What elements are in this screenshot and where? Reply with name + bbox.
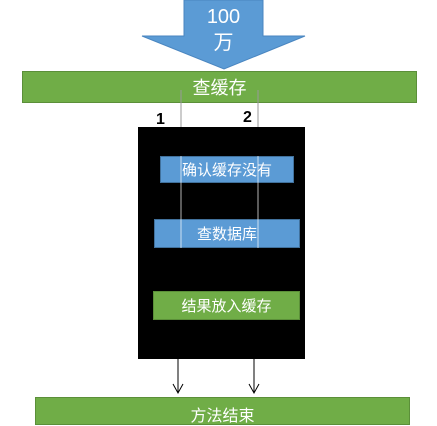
query-cache-label: 查缓存 xyxy=(192,78,247,99)
query-database-label: 查数据库 xyxy=(196,225,257,243)
query-cache-bar: 查缓存 xyxy=(22,71,417,103)
put-result-in-cache-box: 结果放入缓存 xyxy=(153,291,300,320)
top-arrow-label-line1: 100 xyxy=(206,6,241,28)
top-arrow-label: 100 万 xyxy=(184,6,263,54)
query-database-box: 查数据库 xyxy=(154,219,300,248)
confirm-cache-empty-label: 确认缓存没有 xyxy=(181,161,272,179)
top-arrow-label-line2: 万 xyxy=(213,32,234,54)
thread-label-1: 1 xyxy=(156,111,165,128)
thread-arrowhead-2 xyxy=(248,383,260,395)
method-end-label: 方法结束 xyxy=(190,406,255,425)
put-result-in-cache-label: 结果放入缓存 xyxy=(181,297,272,315)
thread-label-2: 2 xyxy=(243,109,252,126)
thread-arrowhead-1 xyxy=(172,383,184,395)
method-end-bar: 方法结束 xyxy=(35,397,410,425)
confirm-cache-empty-box: 确认缓存没有 xyxy=(160,156,294,183)
